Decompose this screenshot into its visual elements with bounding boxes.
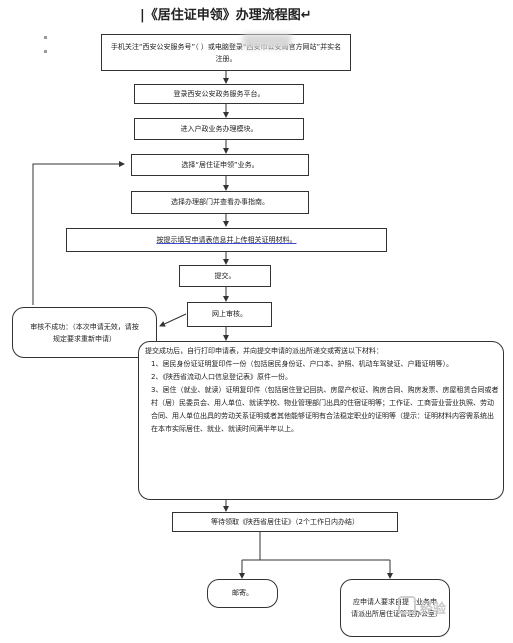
document-title: |《居住证申领》办理流程图↵	[140, 8, 312, 23]
step-box-submit: 提交。	[179, 265, 271, 287]
mail-text: 邮寄。	[232, 589, 253, 597]
self-pickup-box: 应申请人要求自提（业务申请派出所居住证管理办公室）	[340, 579, 450, 637]
wait-text: 等待领取《陕西省居住证》（2个工作日内办结）	[211, 517, 359, 526]
material-item: 3、居住（就业、就读）证明复印件（包括居住登记回执、房屋产权证、购房合同、购房发…	[151, 386, 499, 433]
watermark-text: 经验	[420, 602, 447, 617]
materials-list: 提交成功后，自行打印申请表，并向提交申请的派出所递交或寄送以下材料： 1、居民身…	[145, 345, 500, 436]
watermark-icon	[398, 596, 416, 614]
step-box-login: 登录西安公安政务服务平台。	[134, 84, 304, 104]
step-text: 按提示填写申请表信息并上传相关证明材料。	[156, 235, 297, 244]
step-box-follow-account: 手机关注“西安公安服务号”（ ）或电脑登录“西安市公安局官方网站”并实名注册。	[101, 34, 351, 71]
step-box-select-department: 选择办理部门并查看办事指南。	[131, 191, 309, 214]
step-text: 手机关注“西安公安服务号”（ ）或电脑登录“西安市公安局官方网站”并实名注册。	[110, 42, 342, 63]
material-item: 1、居民身份证证明复印件一份（包括居民身份证、户口本、护照、机动车驾驶证、户籍证…	[151, 360, 453, 368]
failure-box: 审核不成功：（本次申请无效，请按规定要求重新申请）	[12, 307, 157, 358]
step-box-online-review: 网上审核。	[187, 302, 272, 327]
success-materials-box	[138, 341, 504, 500]
step-text: 选择“居住证申领”业务。	[181, 160, 259, 169]
mail-box: 邮寄。	[207, 579, 278, 608]
step-box-fill-form: 按提示填写申请表信息并上传相关证明材料。	[66, 228, 387, 252]
step-box-select-business: 选择“居住证申领”业务。	[131, 154, 309, 176]
step-box-enter-module: 进入户政业务办理模块。	[134, 118, 304, 140]
pickup-text: 应申请人要求自提（业务申请派出所居住证管理办公室）	[351, 598, 442, 618]
step-text: 进入户政业务办理模块。	[180, 124, 258, 133]
step-text: 提交。	[214, 271, 236, 280]
redacted-account-name	[243, 34, 291, 48]
wait-pickup-box: 等待领取《陕西省居住证》（2个工作日内办结）	[172, 512, 398, 532]
step-text: 选择办理部门并查看办事指南。	[171, 198, 269, 206]
success-intro: 提交成功后，自行打印申请表，并向提交申请的派出所递交或寄送以下材料：	[145, 347, 383, 355]
margin-mark	[44, 50, 47, 53]
step-text: 网上审核。	[212, 310, 247, 318]
step-text: 登录西安公安政务服务平台。	[173, 89, 265, 98]
material-item: 2、《陕西省流动人口信息登记表》原件一份。	[151, 373, 292, 381]
margin-mark	[44, 36, 47, 39]
failure-text: 审核不成功：（本次申请无效，请按规定要求重新申请）	[30, 322, 139, 343]
